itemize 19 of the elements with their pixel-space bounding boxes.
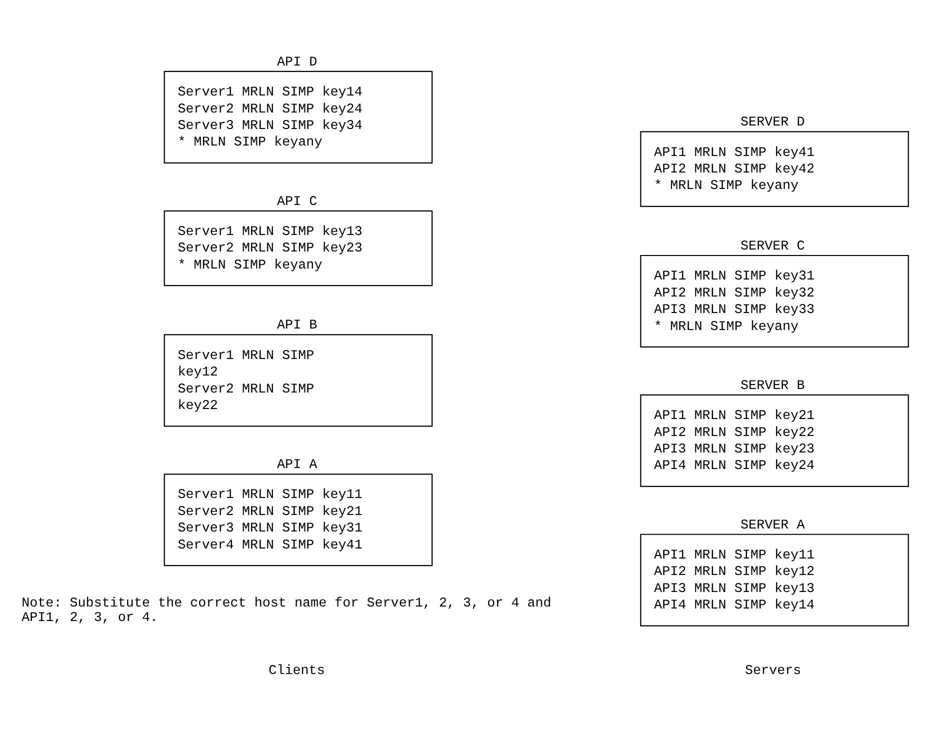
node-label: SERVER C (740, 239, 805, 254)
node-label: API C (277, 194, 318, 210)
node-box: API1 MRLN SIMP key11 API2 MRLN SIMP key12 API3 MRLN SIMP key13 API4 MRLN SIMP key14 (640, 534, 909, 626)
node-label: SERVER D (740, 116, 805, 131)
node-label: API B (277, 318, 318, 334)
node-box: Server1 MRLN SIMP key14 Server2 MRLN SIMP key24 Server3 MRLN SIMP key34 * MRLN SIMP keyany (164, 70, 433, 164)
label: Servers (744, 664, 802, 679)
label: Note: Substitute the correct host name for Server1, 2, 3, or 4 and API1, 2, 3, or 4. (22, 596, 552, 626)
node-label: SERVER B (740, 378, 805, 394)
node-box: Server1 MRLN SIMP key12 Server2 MRLN SIMP key22 (164, 334, 433, 427)
node-box: Server1 MRLN SIMP key13 Server2 MRLN SIMP key23 * MRLN SIMP keyany (164, 210, 433, 286)
node-label: API A (277, 458, 318, 474)
node-label: API D (277, 55, 318, 70)
node-box: API1 MRLN SIMP key41 API2 MRLN SIMP key42 * MRLN SIMP keyany (640, 131, 909, 207)
label: Clients (268, 664, 325, 679)
node-box: API1 MRLN SIMP key21 API2 MRLN SIMP key22 API3 MRLN SIMP key23 API4 MRLN SIMP key24 (640, 394, 909, 487)
node-box: Server1 MRLN SIMP key11 Server2 MRLN SIMP key21 Server3 MRLN SIMP key31 Server4 MRLN SIMP key41 (164, 474, 433, 566)
node-label: SERVER A (740, 518, 805, 534)
node-box: API1 MRLN SIMP key31 API2 MRLN SIMP key32 API3 MRLN SIMP key33 * MRLN SIMP keyany (640, 254, 909, 348)
